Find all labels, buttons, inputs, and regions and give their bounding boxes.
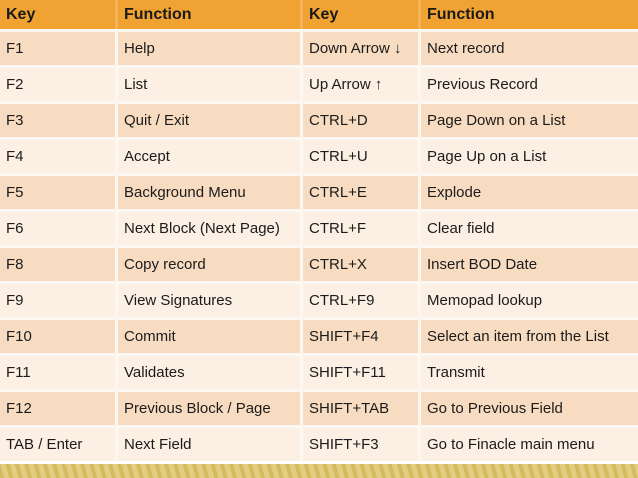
key-cell: F5	[0, 176, 115, 209]
function-cell: Insert BOD Date	[421, 248, 638, 281]
key-cell: SHIFT+F11	[303, 356, 418, 389]
header-function-1: Function	[118, 0, 300, 29]
key-cell: CTRL+X	[303, 248, 418, 281]
header-function-2: Function	[421, 0, 638, 29]
key-cell: F6	[0, 212, 115, 245]
key-cell: F10	[0, 320, 115, 353]
key-cell: Up Arrow ↑	[303, 68, 418, 101]
key-cell: F3	[0, 104, 115, 137]
function-cell: Memopad lookup	[421, 284, 638, 317]
function-cell: Go to Previous Field	[421, 392, 638, 425]
function-cell: Transmit	[421, 356, 638, 389]
key-cell: F9	[0, 284, 115, 317]
function-cell: Commit	[118, 320, 300, 353]
function-cell: Explode	[421, 176, 638, 209]
footer-stripe	[0, 464, 638, 478]
function-cell: View Signatures	[118, 284, 300, 317]
function-cell: Quit / Exit	[118, 104, 300, 137]
key-cell: SHIFT+F3	[303, 428, 418, 461]
function-cell: Validates	[118, 356, 300, 389]
key-cell: CTRL+D	[303, 104, 418, 137]
header-key-2: Key	[303, 0, 418, 29]
key-cell: CTRL+U	[303, 140, 418, 173]
key-cell: F2	[0, 68, 115, 101]
function-cell: Help	[118, 32, 300, 65]
key-cell: CTRL+F9	[303, 284, 418, 317]
function-cell: Select an item from the List	[421, 320, 638, 353]
header-key-1: Key	[0, 0, 115, 29]
function-cell: Background Menu	[118, 176, 300, 209]
function-cell: Clear field	[421, 212, 638, 245]
key-cell: CTRL+F	[303, 212, 418, 245]
key-cell: TAB / Enter	[0, 428, 115, 461]
key-cell: F11	[0, 356, 115, 389]
function-cell: Page Down on a List	[421, 104, 638, 137]
function-cell: List	[118, 68, 300, 101]
function-cell: Copy record	[118, 248, 300, 281]
key-cell: F8	[0, 248, 115, 281]
key-cell: CTRL+E	[303, 176, 418, 209]
function-cell: Next Block (Next Page)	[118, 212, 300, 245]
function-cell: Next Field	[118, 428, 300, 461]
key-cell: SHIFT+F4	[303, 320, 418, 353]
function-cell: Previous Block / Page	[118, 392, 300, 425]
key-cell: Down Arrow ↓	[303, 32, 418, 65]
function-cell: Previous Record	[421, 68, 638, 101]
shortcut-table: Key Function Key Function F1 Help Down A…	[0, 0, 638, 461]
function-cell: Accept	[118, 140, 300, 173]
function-cell: Page Up on a List	[421, 140, 638, 173]
key-cell: SHIFT+TAB	[303, 392, 418, 425]
function-cell: Go to Finacle main menu	[421, 428, 638, 461]
key-cell: F4	[0, 140, 115, 173]
key-cell: F1	[0, 32, 115, 65]
function-cell: Next record	[421, 32, 638, 65]
key-cell: F12	[0, 392, 115, 425]
